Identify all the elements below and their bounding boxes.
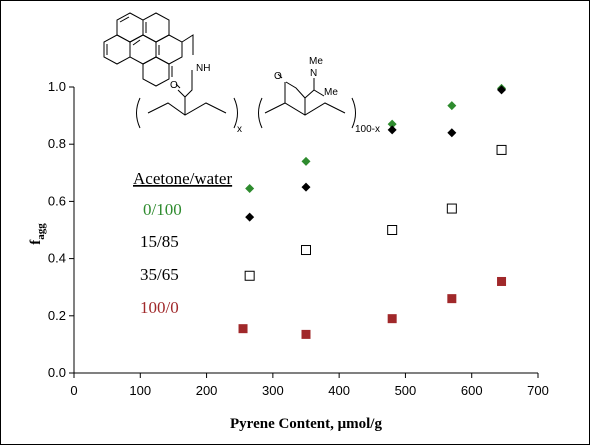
legend-title: Acetone/water: [133, 169, 232, 188]
o-label-1: O: [170, 80, 178, 91]
data-point-series-0: [301, 156, 311, 166]
y-tick-label: 0.8: [48, 136, 66, 151]
linker-chain: [181, 34, 194, 55]
chemical-structure: [103, 12, 356, 129]
data-point-series-2: [496, 144, 507, 155]
legend-label-100-0: 100/0: [140, 298, 179, 317]
x-tick-label: 300: [262, 383, 284, 398]
legend-label-15-85: 15/85: [140, 232, 179, 251]
data-point-series-0: [387, 119, 397, 129]
data-point-series-0: [245, 184, 255, 194]
data-point-series-2: [387, 225, 398, 235]
y-axis-title-sub: agg: [35, 223, 47, 240]
x-axis-title: Pyrene Content, μmol/g: [230, 416, 382, 432]
x-tick-label: 100: [129, 383, 151, 398]
x-tick-label: 500: [395, 383, 417, 398]
x-tick-label: 200: [196, 383, 218, 398]
legend-label-35-65: 35/65: [140, 265, 179, 284]
me-label-2: Me: [324, 87, 338, 98]
legend-label-0-100: 0/100: [143, 200, 182, 219]
data-point-series-0: [447, 101, 457, 111]
data-point-series-1: [387, 125, 397, 135]
data-point-series-3: [387, 314, 397, 324]
pyrene-ring-system: [103, 12, 183, 87]
data-point-series-1: [245, 212, 255, 222]
n-label: N: [310, 68, 317, 79]
x-tick-label: 700: [527, 383, 549, 398]
y-tick-label: 0.2: [48, 308, 66, 323]
y-axis-title: fagg: [28, 223, 47, 245]
data-marks: [238, 83, 507, 339]
x-ticks: 0 100 200 300 400 500 600 700: [70, 373, 549, 398]
y-tick-label: 1.0: [48, 79, 66, 94]
data-point-series-1: [447, 128, 457, 138]
subscript-100-x: 100-x: [355, 124, 380, 135]
amide-group: [175, 70, 193, 115]
bracket-left-2: [258, 97, 263, 129]
data-point-series-3: [238, 324, 248, 334]
y-tick-label: 0.4: [48, 251, 66, 266]
data-point-series-1: [497, 85, 507, 95]
subscript-x: x: [237, 124, 242, 135]
bracket-left-1: [136, 97, 141, 129]
polymer-backbone: [147, 102, 227, 116]
data-point-series-2: [446, 203, 457, 214]
x-tick-label: 0: [70, 383, 77, 398]
data-point-series-3: [447, 294, 457, 304]
x-tick-label: 400: [328, 383, 350, 398]
o-label-2: O: [274, 71, 282, 82]
y-axis-title-main: f: [28, 239, 44, 245]
data-point-series-2: [301, 245, 311, 256]
pyrrolidone-group: [264, 73, 346, 116]
y-ticks: 0.0 0.2 0.4 0.6 0.8 1.0: [48, 79, 74, 380]
x-tick-label: 600: [461, 383, 483, 398]
bracket-right-1: [233, 97, 238, 129]
data-point-series-3: [497, 276, 507, 286]
data-point-series-3: [301, 329, 311, 339]
me-label-1: Me: [309, 56, 323, 67]
y-tick-label: 0.0: [48, 365, 66, 380]
nh-label: NH: [196, 63, 210, 74]
y-tick-label: 0.6: [48, 193, 66, 208]
data-point-series-1: [301, 182, 311, 192]
data-point-series-2: [244, 270, 255, 281]
bracket-right-2: [351, 97, 356, 129]
